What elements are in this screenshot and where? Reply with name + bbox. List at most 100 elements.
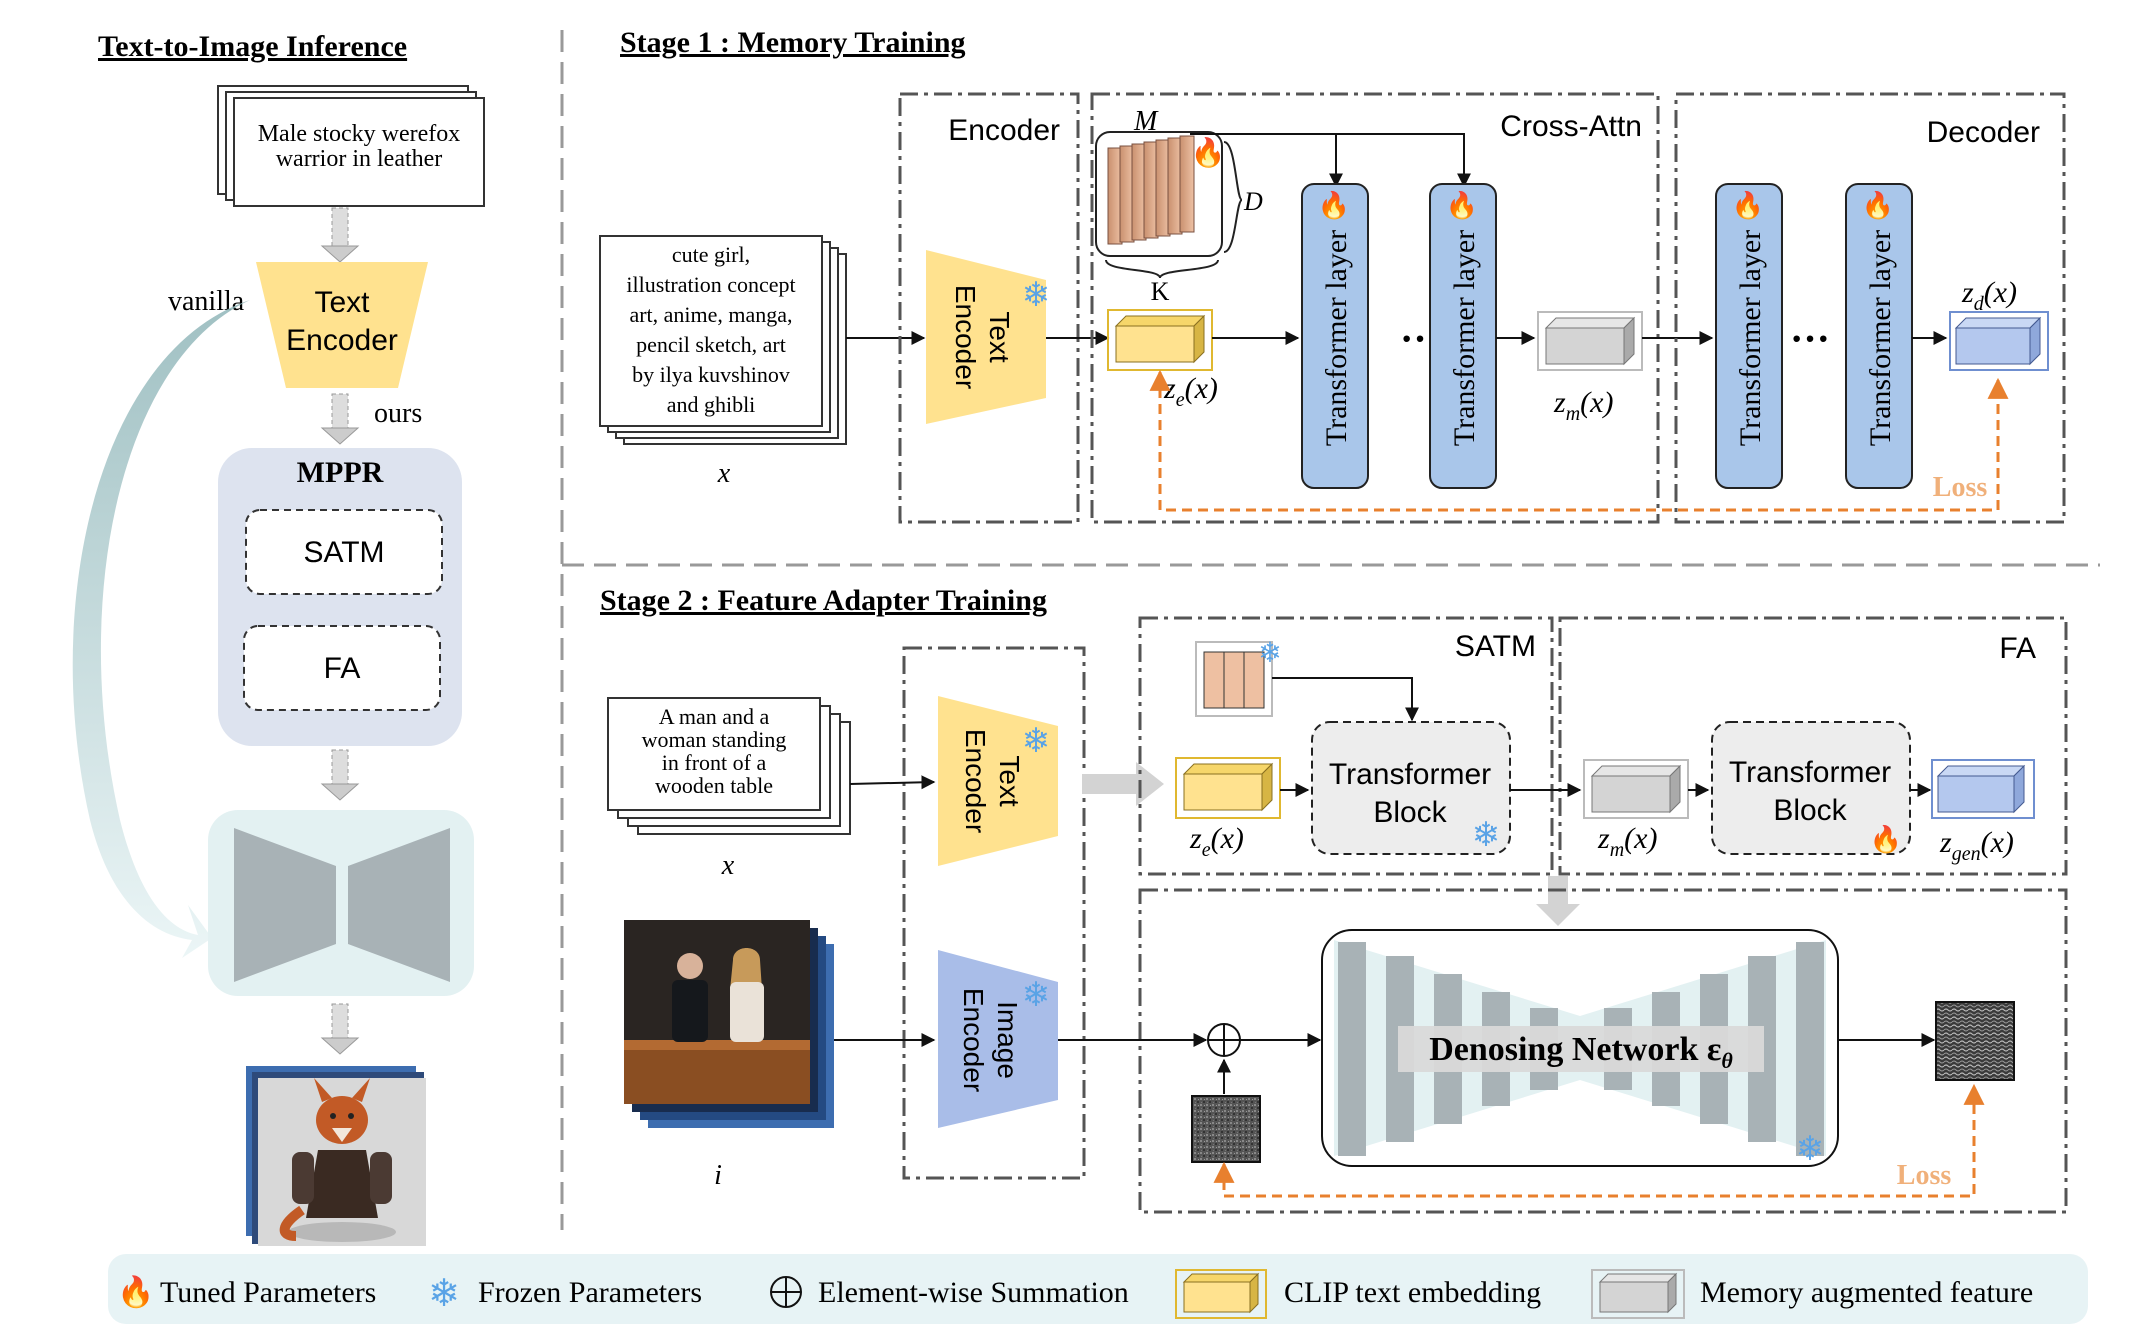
clip-embedding-icon	[1175, 1269, 1267, 1319]
svg-text:Denosing Network εθ: Denosing Network εθ	[1429, 1031, 1733, 1073]
zd-z: z	[1961, 276, 1974, 309]
legend-sum: Element-wise Summation	[818, 1276, 1129, 1309]
zgen-output	[1931, 759, 2035, 819]
frozen-icon: ❄	[428, 1273, 460, 1315]
denoising-sub: θ	[1721, 1048, 1733, 1073]
generated-image-stack	[246, 1066, 426, 1246]
left-text-encoder: Text Encoder	[256, 262, 428, 388]
zgen-sub: gen	[1952, 843, 1981, 865]
tuned-icon: 🔥	[1191, 136, 1226, 169]
ze-embedding-stage2	[1175, 757, 1281, 819]
layer-label: Transformer layer	[1734, 230, 1767, 446]
svg-text:zgen(x): zgen(x)	[1939, 826, 2014, 865]
stage2-image-encoder-line-2: Encoder	[958, 988, 989, 1092]
memory-label-k: K	[1151, 277, 1170, 306]
stage2-caption-line-1: A man and a	[659, 704, 770, 729]
layer-label: Transformer layer	[1448, 230, 1481, 446]
denoising-box	[1138, 888, 2068, 1214]
left-panel-inference: Text-to-Image Inference Male stocky were…	[72, 30, 485, 1246]
zgen-z: z	[1939, 826, 1952, 859]
vanilla-label: vanilla	[168, 286, 245, 317]
svg-text:zm(x): zm(x)	[1553, 386, 1613, 425]
ze-arg: (x)	[1185, 372, 1218, 405]
stage1-decoder-box	[1674, 92, 2066, 524]
flow-arrow-prompt-to-encoder	[320, 207, 360, 263]
frozen-icon: ❄	[1472, 817, 1501, 854]
stage2-input-var: x	[721, 850, 735, 881]
vanilla-bypass-arrow	[72, 300, 251, 958]
stage2-text-encoder: Text Encoder ❄	[938, 696, 1058, 866]
fa-transformer-block: Transformer Block 🔥	[1711, 721, 1911, 855]
flow-arrow-unet-to-output	[320, 1003, 360, 1055]
predicted-noise	[1935, 1001, 2015, 1081]
stage1-decoder-label: Decoder	[1927, 116, 2040, 149]
stage1-encoder-label: Encoder	[948, 114, 1060, 147]
fa-label: FA	[1999, 632, 2036, 665]
stage1-cross-attn-label: Cross-Attn	[1500, 110, 1642, 143]
prompt-card-stack: Male stocky werefox warrior in leather	[217, 85, 485, 207]
svg-text:zm(x): zm(x)	[1597, 822, 1657, 861]
mppr-fa-box	[243, 625, 441, 711]
stage1-input-var: x	[717, 458, 731, 489]
stage1-caption-line-4: pencil sketch, art	[636, 332, 786, 357]
memory-bank: 🔥 M D K	[1095, 106, 1263, 306]
fa-block-line-1: Transformer	[1729, 756, 1891, 789]
zm-z: z	[1553, 386, 1566, 419]
stage1-encoder-box	[898, 92, 1080, 524]
left-text-encoder-line-1: Text	[314, 286, 370, 319]
fa-block-line-2: Block	[1773, 794, 1847, 827]
flow-arrow-encoder-to-mppr	[320, 393, 360, 445]
stage2-caption-line-3: in front of a	[662, 750, 767, 775]
tuned-icon: 🔥	[117, 1274, 154, 1309]
frozen-icon: ❄	[1022, 977, 1051, 1014]
satm-box	[1138, 616, 1554, 876]
stage2-input-image-stack	[624, 920, 834, 1128]
zd-output-stage1	[1949, 311, 2049, 371]
tuned-icon: 🔥	[1318, 190, 1350, 220]
stage1-text-encoder-line-1: Text	[984, 311, 1015, 363]
sum-icon	[770, 1276, 802, 1308]
zd-label-stage1: zd(x)	[1961, 276, 2017, 315]
stage1-cross-attn-box	[1090, 92, 1660, 524]
cross-attn-transformer-layer-2: Transformer layer 🔥	[1429, 183, 1497, 489]
denoising-network: Denosing Network εθ ❄	[1321, 929, 1839, 1168]
stage1-loss-label: Loss	[1933, 472, 1988, 503]
zm-feature-stage1	[1537, 311, 1643, 371]
frozen-icon: ❄	[1022, 723, 1051, 760]
stage1-caption-line-1: cute girl,	[672, 242, 750, 267]
stage2-image-encoder-line-1: Image	[992, 1001, 1023, 1079]
mppr-title: MPPR	[297, 456, 384, 489]
stage2-feature-adapter-training: Stage 2 : Feature Adapter Training A man…	[600, 584, 2068, 1214]
left-text-encoder-line-2: Encoder	[286, 324, 398, 357]
zd-arg: (x)	[1984, 276, 2017, 309]
stage1-text-encoder: Text Encoder ❄	[926, 250, 1050, 424]
satm-memory-bank: ❄	[1195, 638, 1282, 717]
zm-sub: m	[1566, 403, 1580, 425]
element-wise-sum	[1207, 1023, 1241, 1057]
stage1-title: Stage 1 : Memory Training	[620, 26, 966, 59]
left-panel-title: Text-to-Image Inference	[98, 30, 407, 63]
arrow-fa-to-denoising	[1536, 876, 1580, 926]
legend-tuned: Tuned Parameters	[160, 1276, 376, 1309]
svg-text:zd(x): zd(x)	[1961, 276, 2017, 315]
ours-label: ours	[374, 398, 422, 429]
memory-arrow-layer-2	[1336, 133, 1471, 188]
ze-label-stage2: ze(x)	[1189, 822, 1244, 861]
ellipsis-dots: ···	[1790, 316, 1830, 361]
arrow-caption-to-text-encoder	[849, 775, 936, 790]
frozen-icon: ❄	[1796, 1131, 1825, 1168]
ze2-sub: e	[1202, 839, 1211, 861]
noise-latent	[1191, 1095, 1261, 1163]
svg-text:ze(x): ze(x)	[1163, 372, 1218, 411]
ze2-z: z	[1189, 822, 1202, 855]
fa-box	[1558, 616, 2068, 876]
stage1-caption-line-5: by ilya kuvshinov	[632, 362, 790, 387]
stage1-text-encoder-line-2: Encoder	[950, 285, 981, 389]
stage2-loss-path	[1213, 1083, 1985, 1198]
zm-feature-stage2	[1583, 759, 1689, 819]
frozen-icon: ❄	[1022, 277, 1051, 314]
decoder-transformer-layer-1: Transformer layer 🔥	[1715, 183, 1783, 489]
zm-label-stage2: zm(x)	[1597, 822, 1657, 861]
legend: 🔥 Tuned Parameters ❄ Frozen Parameters E…	[108, 1254, 2088, 1324]
stage2-encoder-box	[902, 646, 1086, 1180]
